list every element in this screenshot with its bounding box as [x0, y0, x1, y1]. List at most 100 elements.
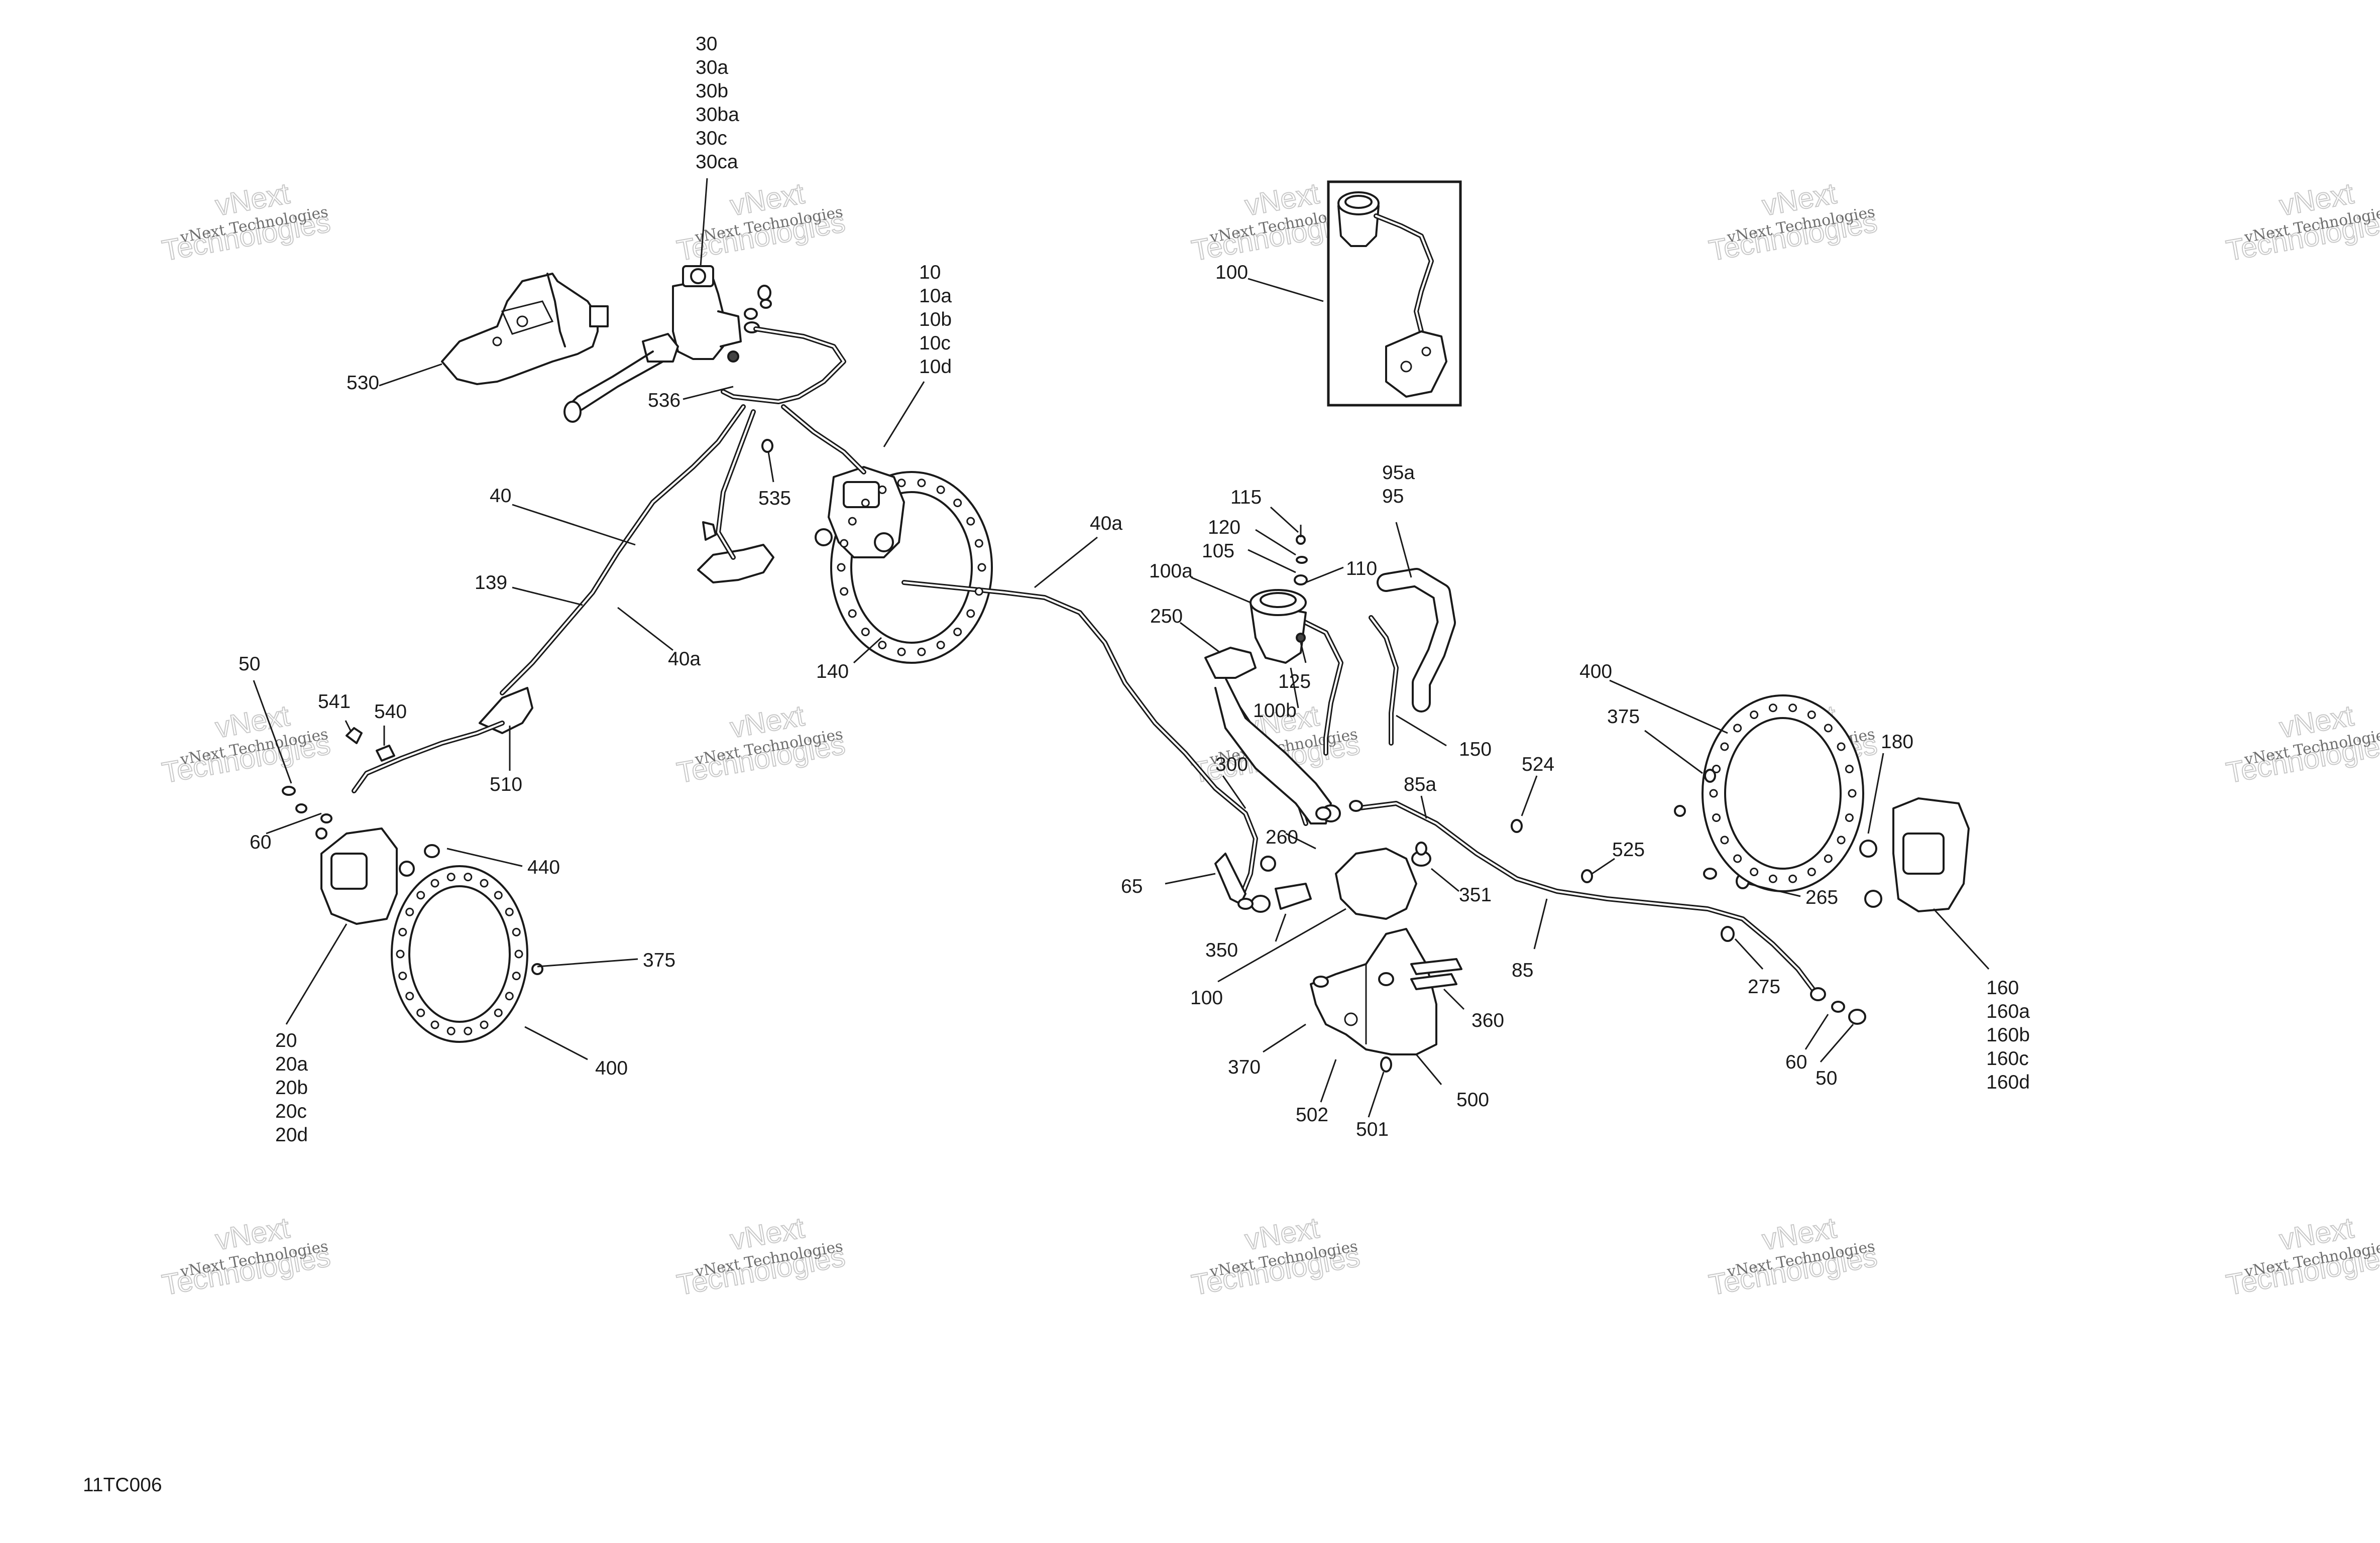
disc-hole [848, 517, 857, 526]
callout-300: 300 [1215, 754, 1248, 775]
callout-60-right: 60 [1785, 1051, 1807, 1073]
disc-hole [966, 517, 975, 526]
disc-hole [1837, 836, 1846, 845]
callout-150: 150 [1459, 739, 1492, 760]
inset-box-100 [1327, 180, 1462, 407]
disc-hole [1709, 789, 1718, 798]
callout-line: 510 [490, 774, 522, 795]
callout-line: 541 [318, 691, 351, 713]
callout-85: 85 [1512, 960, 1533, 981]
callout-50-right: 50 [1816, 1067, 1837, 1089]
disc-hole [505, 992, 514, 1001]
callout-line: 150 [1459, 739, 1492, 760]
disc-hole [840, 539, 849, 548]
callout-100-inset: 100 [1215, 262, 1248, 283]
callout-line: 160d [1986, 1072, 2030, 1093]
callout-line: 375 [643, 949, 675, 971]
callout-line: 300 [1215, 754, 1248, 775]
callout-100-main: 100 [1190, 987, 1223, 1009]
callout-line: 360 [1471, 1010, 1504, 1031]
disc-hole [936, 485, 945, 494]
callout-line: 50 [1816, 1067, 1837, 1089]
callout-line: 265 [1805, 887, 1838, 908]
disc-hole [1768, 874, 1777, 883]
callout-line: 160a [1986, 1001, 2030, 1022]
callout-line: 30ba [696, 104, 739, 126]
callout-40: 40 [490, 485, 511, 507]
disc-hole [480, 1020, 489, 1029]
callout-line: 180 [1881, 731, 1913, 753]
callout-140: 140 [816, 661, 849, 682]
disc-hole [848, 609, 857, 618]
disc-hole [897, 647, 906, 656]
callout-line: 524 [1522, 754, 1554, 775]
disc-hole [1712, 813, 1721, 822]
disc-hole [446, 1026, 456, 1035]
callout-400-right: 400 [1579, 661, 1612, 682]
disc-hole [1845, 765, 1854, 774]
callout-line: 60 [250, 832, 271, 853]
part-530-bracket [441, 273, 609, 385]
callout-line: 30 [696, 33, 717, 55]
disc-hole [396, 949, 405, 959]
part-30-master-cylinder [563, 265, 742, 423]
disc-hole [464, 873, 473, 882]
callout-line: 370 [1228, 1056, 1261, 1078]
disc-hole [494, 1008, 503, 1017]
callout-line: 540 [374, 701, 407, 723]
callout-line: 20a [275, 1053, 308, 1075]
callout-line: 140 [816, 661, 849, 682]
disc-hole [917, 647, 926, 656]
disc-hole [405, 992, 414, 1001]
callout-line: 350 [1205, 939, 1238, 961]
callout-line: 100a [1149, 560, 1193, 582]
callout-line: 260 [1266, 826, 1298, 848]
callout-370: 370 [1228, 1056, 1261, 1078]
callout-502: 502 [1296, 1104, 1328, 1126]
callout-525: 525 [1612, 839, 1645, 861]
callout-line: 10c [919, 332, 951, 354]
callout-line: 20 [275, 1030, 297, 1051]
callout-501: 501 [1356, 1119, 1389, 1140]
callout-line: 530 [347, 372, 379, 394]
callout-line: 501 [1356, 1119, 1389, 1140]
disc-hole [837, 563, 846, 572]
callout-530: 530 [347, 372, 379, 394]
disc-hole [861, 627, 870, 636]
callout-line: 536 [648, 390, 681, 411]
callout-line: 20b [275, 1077, 308, 1099]
disc-hole [398, 927, 407, 936]
callout-line: 10d [919, 356, 952, 378]
disc-hole [416, 1008, 425, 1017]
part-100a-reservoir [1250, 525, 1308, 664]
callout-line: 20c [275, 1101, 307, 1122]
disc-hole [1824, 724, 1833, 733]
callout-40a-left: 40a [668, 648, 701, 670]
callout-line: 100b [1253, 700, 1297, 722]
disc-hole [1848, 789, 1857, 798]
callout-line: 10 [919, 262, 941, 283]
disc-hole [1733, 724, 1742, 733]
callout-375-left: 375 [643, 949, 675, 971]
callout-360: 360 [1471, 1010, 1504, 1031]
callout-125: 125 [1278, 671, 1311, 692]
disc-hole [974, 539, 983, 548]
disc-hole [1807, 710, 1816, 720]
disc-hole [1807, 867, 1816, 876]
callout-line: 30a [696, 57, 728, 78]
callout-275: 275 [1748, 976, 1780, 998]
callout-250: 250 [1150, 606, 1183, 627]
disc-hole [977, 563, 986, 572]
disc-hole [405, 907, 414, 916]
callout-65: 65 [1121, 876, 1143, 897]
disc-hole [1720, 836, 1729, 845]
callout-85a: 85a [1404, 774, 1436, 795]
